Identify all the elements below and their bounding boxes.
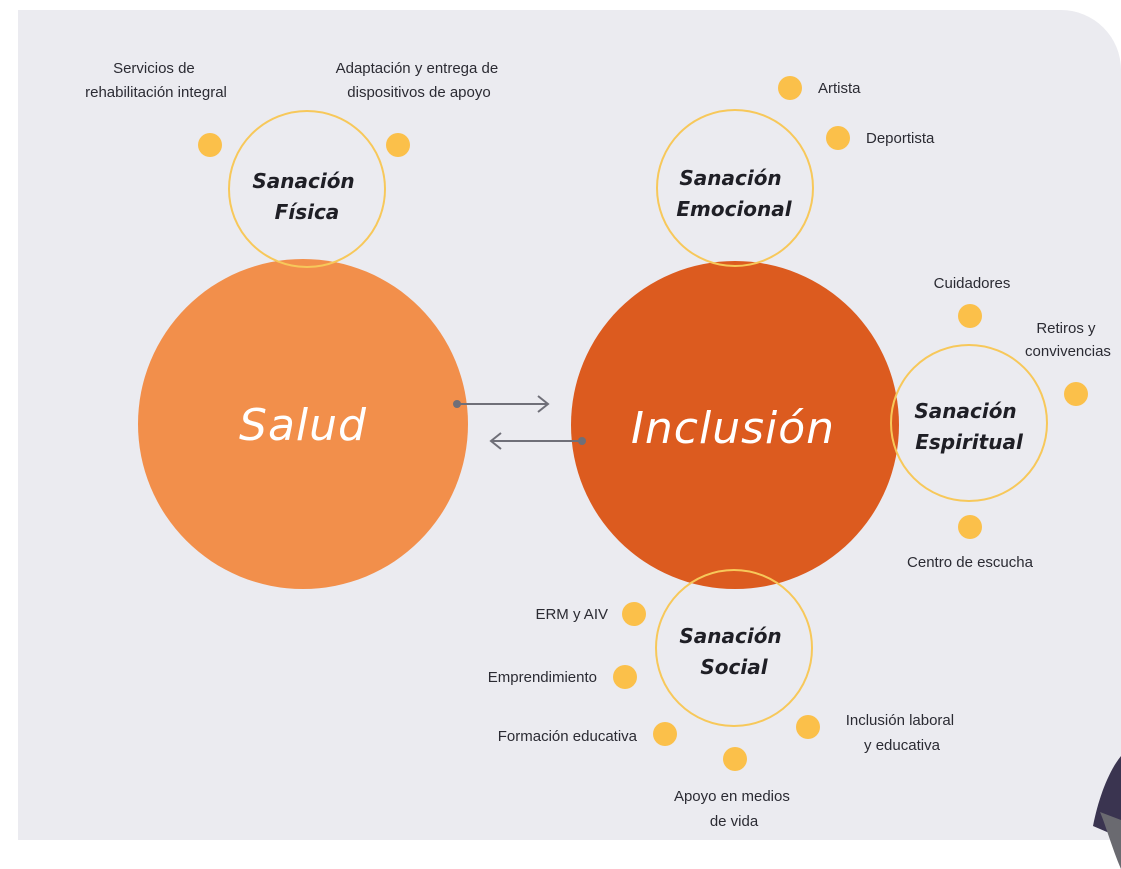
espiritual-item-1: Cuidadores bbox=[934, 275, 1011, 292]
arrow-to-salud bbox=[489, 432, 586, 450]
inclusion-label: Inclusión bbox=[631, 403, 835, 454]
social-item-5: Inclusión laboral y educativa bbox=[846, 712, 959, 754]
emocional-item-1: Artista bbox=[818, 80, 861, 97]
social-item-4: Apoyo en medios de vida bbox=[674, 788, 794, 830]
social-item-1: ERM y AIV bbox=[535, 606, 608, 623]
espiritual-title: Sanación Espiritual bbox=[914, 399, 1024, 454]
dot-social-1 bbox=[622, 602, 646, 626]
dot-emocional-2 bbox=[826, 126, 850, 150]
decorative-figure bbox=[1093, 756, 1121, 869]
fisica-item-2: Adaptación y entrega de dispositivos de … bbox=[336, 60, 503, 101]
dot-fisica-1 bbox=[198, 133, 222, 157]
dot-emocional-1 bbox=[778, 76, 802, 100]
social-ring bbox=[655, 569, 813, 727]
dot-espiritual-1 bbox=[958, 304, 982, 328]
dot-social-2 bbox=[613, 665, 637, 689]
emocional-item-2: Deportista bbox=[866, 130, 935, 147]
arrow-to-inclusion bbox=[453, 395, 550, 413]
espiritual-ring bbox=[890, 344, 1048, 502]
dot-fisica-2 bbox=[386, 133, 410, 157]
social-item-2: Emprendimiento bbox=[488, 669, 597, 686]
fisica-ring bbox=[228, 110, 386, 268]
dot-espiritual-3 bbox=[958, 515, 982, 539]
dot-social-5 bbox=[796, 715, 820, 739]
espiritual-item-2: Retiros y convivencias bbox=[1025, 320, 1111, 360]
dot-espiritual-2 bbox=[1064, 382, 1088, 406]
fisica-title: Sanación Física bbox=[252, 169, 361, 224]
salud-label: Salud bbox=[239, 400, 367, 451]
espiritual-item-3: Centro de escucha bbox=[907, 554, 1034, 571]
social-title: Sanación Social bbox=[679, 624, 788, 679]
dot-social-3 bbox=[653, 722, 677, 746]
social-item-3: Formación educativa bbox=[498, 728, 638, 745]
emocional-ring bbox=[656, 109, 814, 267]
fisica-item-1: Servicios de rehabilitación integral bbox=[85, 60, 227, 101]
dot-social-4 bbox=[723, 747, 747, 771]
inclusion-circle bbox=[571, 261, 899, 589]
emocional-title: Sanación Emocional bbox=[676, 166, 792, 221]
salud-circle bbox=[138, 259, 468, 589]
